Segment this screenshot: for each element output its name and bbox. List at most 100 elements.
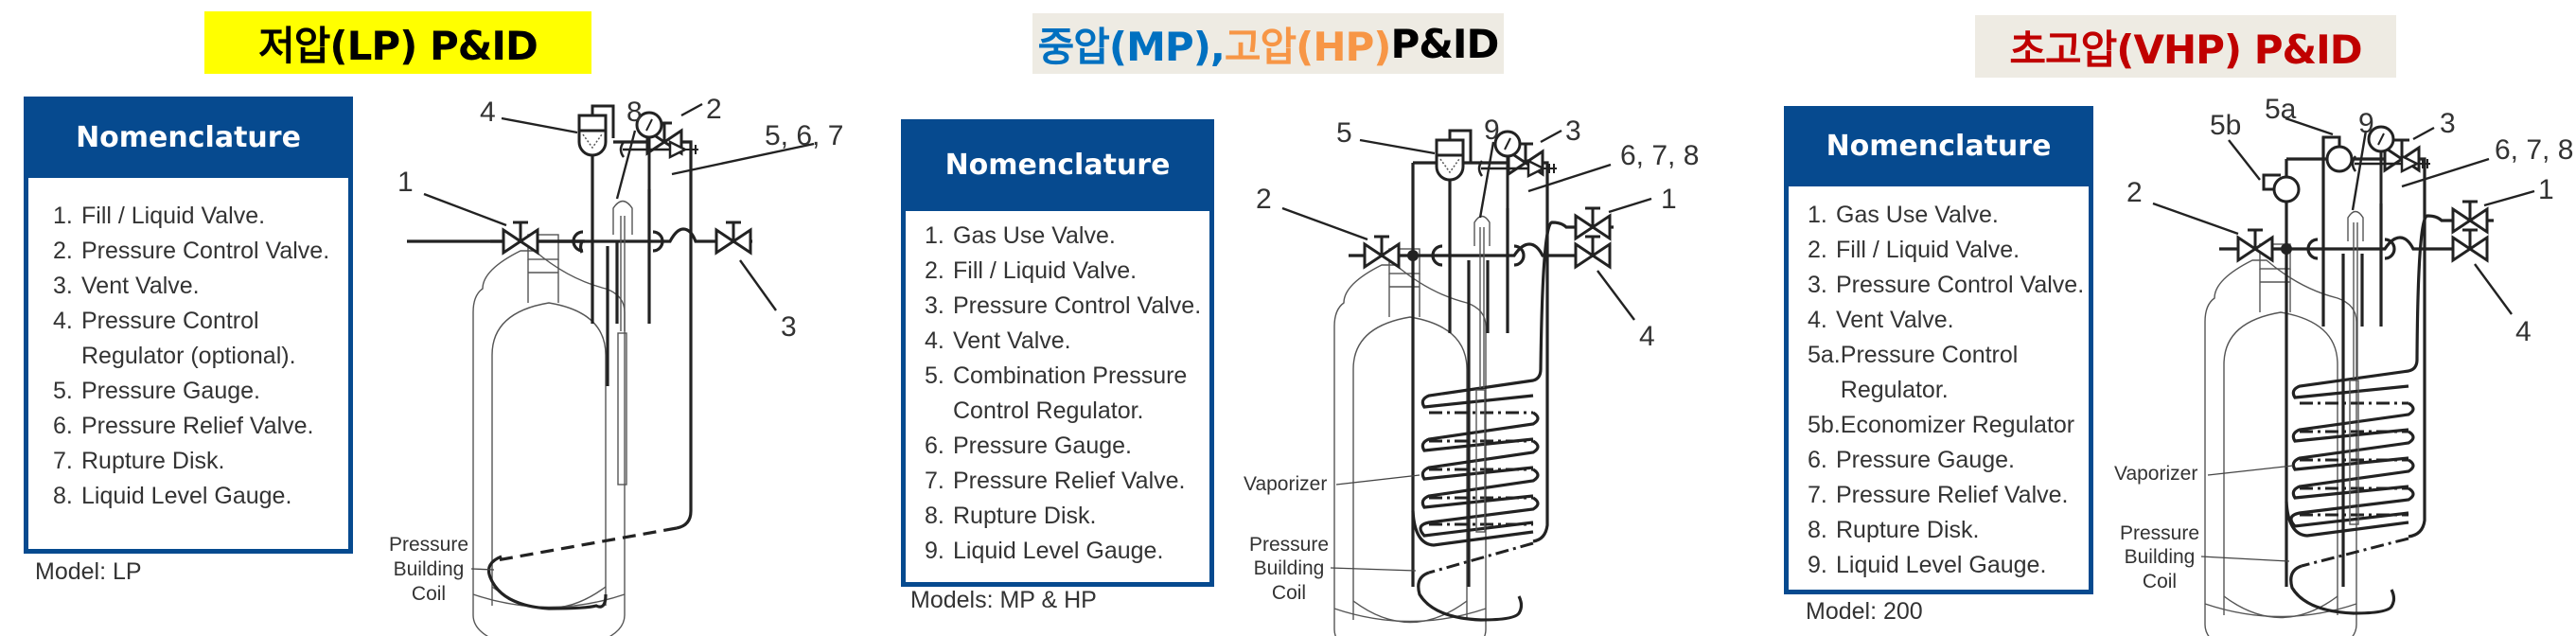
hp-title-part: 고압(HP) [1224, 23, 1392, 70]
leader-567 [671, 142, 815, 176]
mp-hp-pid-title: 중압(MP), 고압(HP) P&ID [1032, 13, 1504, 74]
item-number: 6. [925, 433, 944, 459]
vaporizer-label: Vaporizer [1244, 473, 1327, 495]
mp-pipe-crossovers [1431, 244, 1526, 267]
nomenclature-item: 7.Pressure Relief Valve. [1808, 478, 2089, 513]
mp-hp-pid-diagram: 5 9 3 6, 7, 8 2 1 4 Vaporizer Pressure B… [1244, 115, 1699, 636]
pbc-label-line1: Pressure [2120, 522, 2199, 544]
item-text: Pressure Control Regulator (optional). [81, 308, 296, 369]
mp-title-part: 중압(MP), [1037, 23, 1226, 70]
vhp-pressure-building-coil [2289, 564, 2396, 615]
nomenclature-item: 9.Liquid Level Gauge. [925, 534, 1209, 569]
nomenclature-item: 1.Gas Use Valve. [1808, 198, 2089, 233]
leader-pbc [1330, 567, 1417, 572]
item-number: 9. [1808, 552, 1827, 578]
nomenclature-item: 1. Gas Use Valve. [925, 219, 1209, 254]
item-number: 5. [53, 378, 73, 404]
vhp-tank [2204, 243, 2357, 636]
mp-hp-nomenclature-box: Nomenclature 1.Gas Use Valve. 2.Fill / L… [901, 119, 1214, 587]
item-number: 4. [925, 327, 944, 354]
nomenclature-list: 1.Gas Use Valve. 2.Fill / Liquid Valve. … [906, 211, 1209, 569]
item-number: 3. [53, 273, 73, 299]
item-number: 8. [925, 503, 944, 529]
nomenclature-item: 4.Vent Valve. [1808, 303, 2089, 338]
pbc-label-line3: Coil [2143, 571, 2177, 592]
item-number: 1. [925, 222, 944, 249]
leader-1 [2483, 189, 2535, 207]
mp-pbc-return [1532, 483, 1549, 543]
leader-5a [2285, 116, 2334, 136]
nomenclature-item: 8.Rupture Disk. [1808, 513, 2089, 548]
nomenclature-list: 1.Fill / Liquid Valve. 2.Pressure Contro… [28, 178, 348, 514]
lp-liquid-level-gauge [612, 200, 633, 486]
vhp-header-pipe [2219, 236, 2484, 251]
leader-9 [1478, 141, 1495, 219]
item-number: 1. [53, 203, 73, 229]
vaporizer-label: Vaporizer [2114, 463, 2197, 485]
vhp-title-text: 초고압(VHP) P&ID [2009, 26, 2362, 73]
leader-5b [2228, 139, 2261, 181]
nomenclature-header: Nomenclature [1784, 106, 2093, 186]
item-text: Liquid Level Gauge. [1836, 552, 2047, 578]
vhp-pressure-control-line [2351, 157, 2426, 483]
leader-3 [2412, 126, 2435, 141]
mp-gas-use-valve-icon [1574, 206, 1612, 240]
item-text: Liquid Level Gauge. [953, 538, 1164, 564]
lp-pressure-building-coil [486, 555, 608, 610]
vhp-vaporizer-coil [2285, 359, 2419, 538]
item-text: Liquid Level Gauge. [81, 483, 292, 509]
nomenclature-item: 4. Vent Valve. [925, 324, 1209, 359]
leader-3 [1540, 129, 1562, 144]
nomenclature-header: Nomenclature [901, 119, 1214, 211]
leader-2 [2152, 202, 2239, 236]
nomenclature-item: 8. Liquid Level Gauge. [53, 479, 348, 514]
nomenclature-item: 1.Fill / Liquid Valve. [53, 199, 348, 234]
label-2: 2 [2126, 177, 2143, 208]
item-text: Pressure Control Valve. [81, 238, 330, 264]
lp-vent-valve-icon [715, 221, 752, 255]
leader-1 [1608, 197, 1652, 214]
label-4: 4 [2515, 316, 2532, 347]
pbc-label-line1: Pressure [1249, 534, 1329, 556]
leader-4 [1597, 270, 1635, 321]
leader-678 [2401, 157, 2490, 188]
item-text: Rupture Disk. [953, 503, 1097, 529]
mp-pbc-dashdot [1428, 541, 1534, 574]
vhp-gas-use-line [2415, 214, 2494, 361]
item-text: Pressure Gauge. [1836, 447, 2015, 473]
item-text: Pressure Control Regulator. [1840, 342, 2019, 403]
leader-9 [2351, 130, 2368, 211]
nomenclature-header: Nomenclature [24, 97, 353, 178]
label-9: 9 [2358, 108, 2374, 139]
lp-regulator-icon [577, 104, 615, 157]
pid-title-part: P&ID [1390, 20, 1499, 67]
mp-vaporizer-coil [1411, 368, 1543, 547]
vhp-pbc-return [2408, 483, 2426, 539]
item-text: Fill / Liquid Valve. [1836, 237, 2020, 263]
item-text: Vent Valve. [953, 327, 1071, 354]
nomenclature-item: 4.Pressure Control Regulator (optional). [53, 304, 348, 374]
label-2: 2 [706, 94, 722, 125]
label-678: 6, 7, 8 [1620, 140, 1699, 171]
lp-pressure-control-line [613, 140, 693, 530]
nomenclature-item: 6.Pressure Gauge. [1808, 443, 2089, 478]
item-text: Fill / Liquid Valve. [953, 257, 1138, 284]
vhp-pid-title: 초고압(VHP) P&ID [1975, 15, 2396, 78]
pbc-label-line1: Pressure [389, 534, 468, 556]
nomenclature-item: 9. Liquid Level Gauge. [1808, 548, 2089, 583]
item-text: Rupture Disk. [1836, 517, 1980, 543]
lp-vent-line [558, 227, 752, 243]
nomenclature-list: 1.Gas Use Valve. 2.Fill / Liquid Valve. … [1789, 186, 2089, 583]
item-text: Gas Use Valve. [953, 222, 1116, 249]
vhp-pbc-dashdot [2301, 537, 2409, 568]
leader-8 [615, 130, 637, 200]
label-1: 1 [397, 167, 414, 198]
item-text: Combination Pressure Control Regulator. [953, 362, 1188, 424]
nomenclature-item: 2.Pressure Control Valve. [53, 234, 348, 269]
pbc-label-line3: Coil [1272, 582, 1306, 604]
pbc-label-line2: Building [394, 558, 465, 580]
item-number: 8. [53, 483, 73, 509]
mp-hp-model-label: Models: MP & HP [910, 587, 1097, 613]
nomenclature-item: 6.Pressure Relief Valve. [53, 409, 348, 444]
leader-4 [2474, 263, 2513, 315]
